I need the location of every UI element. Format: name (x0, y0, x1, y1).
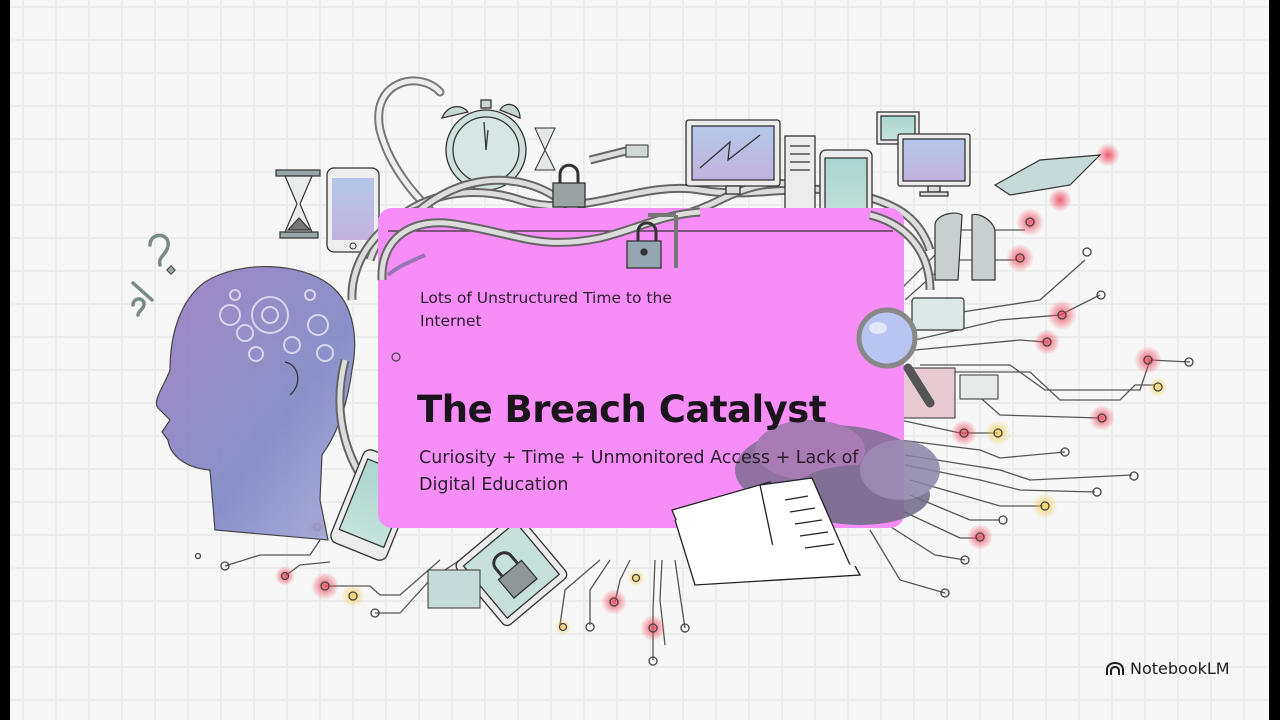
hourglass-icon (275, 169, 321, 239)
slide-title: The Breach Catalyst (417, 388, 827, 431)
slide-description: Curiosity + Time + Unmonitored Access + … (419, 448, 859, 495)
pc-tower-icon (784, 135, 816, 211)
question-mark-icons (131, 233, 170, 317)
floating-panel-icon (993, 154, 1102, 196)
smartphone-icon (326, 167, 380, 253)
head-illustration (155, 266, 356, 541)
notebooklm-branding: NotebookLM (1106, 659, 1230, 678)
small-monitor-icon (876, 111, 971, 197)
padlock-icon (552, 163, 586, 208)
chip-icon (427, 569, 481, 609)
brand-label: NotebookLM (1130, 659, 1230, 678)
broken-shield-icon (934, 212, 996, 281)
desktop-monitor-icon (685, 119, 781, 195)
battery-icon (911, 297, 965, 331)
subtitle-top: Lots of Unstructured Time to the Interne… (420, 289, 672, 330)
small-hourglass-icon (534, 127, 556, 171)
slide-canvas: Lots of Unstructured Time to the Interne… (10, 0, 1269, 720)
notebooklm-logo-icon (1106, 661, 1124, 675)
circuit-traces-right (869, 229, 1191, 594)
keypad-icon (902, 367, 999, 419)
alarm-clock-icon (440, 99, 527, 191)
